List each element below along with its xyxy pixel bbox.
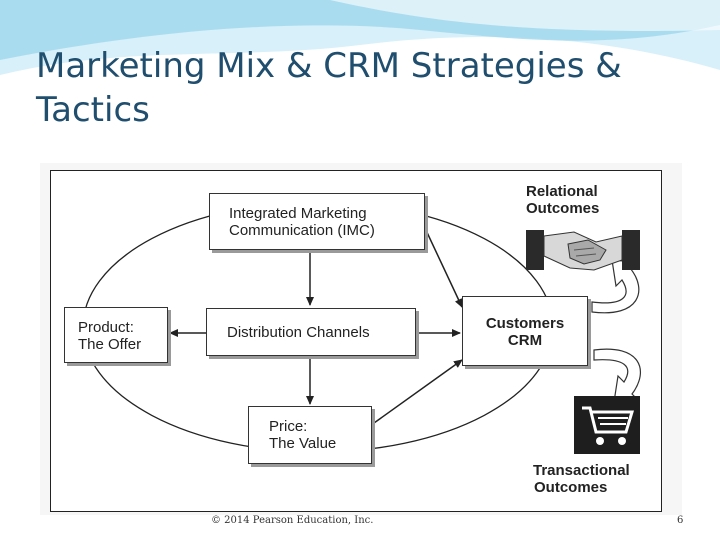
shopping-cart-icon xyxy=(574,396,640,454)
imc-label-line2: Communication (IMC) xyxy=(229,222,375,239)
product-label-line2: The Offer xyxy=(78,336,142,353)
transactional-line1: Transactional xyxy=(533,462,630,479)
page-number: 6 xyxy=(677,515,684,526)
header-swoosh-highlight xyxy=(330,0,720,31)
distribution-box: Distribution Channels xyxy=(206,308,416,356)
relational-outcomes-label: Relational Outcomes xyxy=(526,183,599,217)
curved-arrow-down-icon xyxy=(593,348,641,403)
copyright-footer: © 2014 Pearson Education, Inc. xyxy=(211,515,374,526)
customers-box: Customers CRM xyxy=(462,296,588,366)
imc-label-line1: Integrated Marketing xyxy=(229,205,367,222)
price-label-line2: The Value xyxy=(269,435,337,452)
imc-box: Integrated Marketing Communication (IMC) xyxy=(209,193,425,250)
customers-label-line1: Customers xyxy=(485,315,565,332)
handshake-icon xyxy=(526,230,640,271)
product-label-line1: Product: xyxy=(78,319,134,336)
relational-line2: Outcomes xyxy=(526,200,600,217)
price-box: Price: The Value xyxy=(248,406,372,464)
transactional-line2: Outcomes xyxy=(534,479,608,496)
relational-line1: Relational xyxy=(526,183,598,200)
customers-label-line2: CRM xyxy=(507,332,543,349)
transactional-outcomes-label: Transactional Outcomes xyxy=(533,462,630,496)
price-label-line1: Price: xyxy=(269,418,308,435)
product-box: Product: The Offer xyxy=(64,307,168,363)
slide-title: Marketing Mix & CRM Strategies & Tactics xyxy=(36,46,622,130)
imc-customers-arrow xyxy=(416,217,463,308)
distribution-label: Distribution Channels xyxy=(227,324,370,341)
price-customers-arrow xyxy=(365,359,463,431)
